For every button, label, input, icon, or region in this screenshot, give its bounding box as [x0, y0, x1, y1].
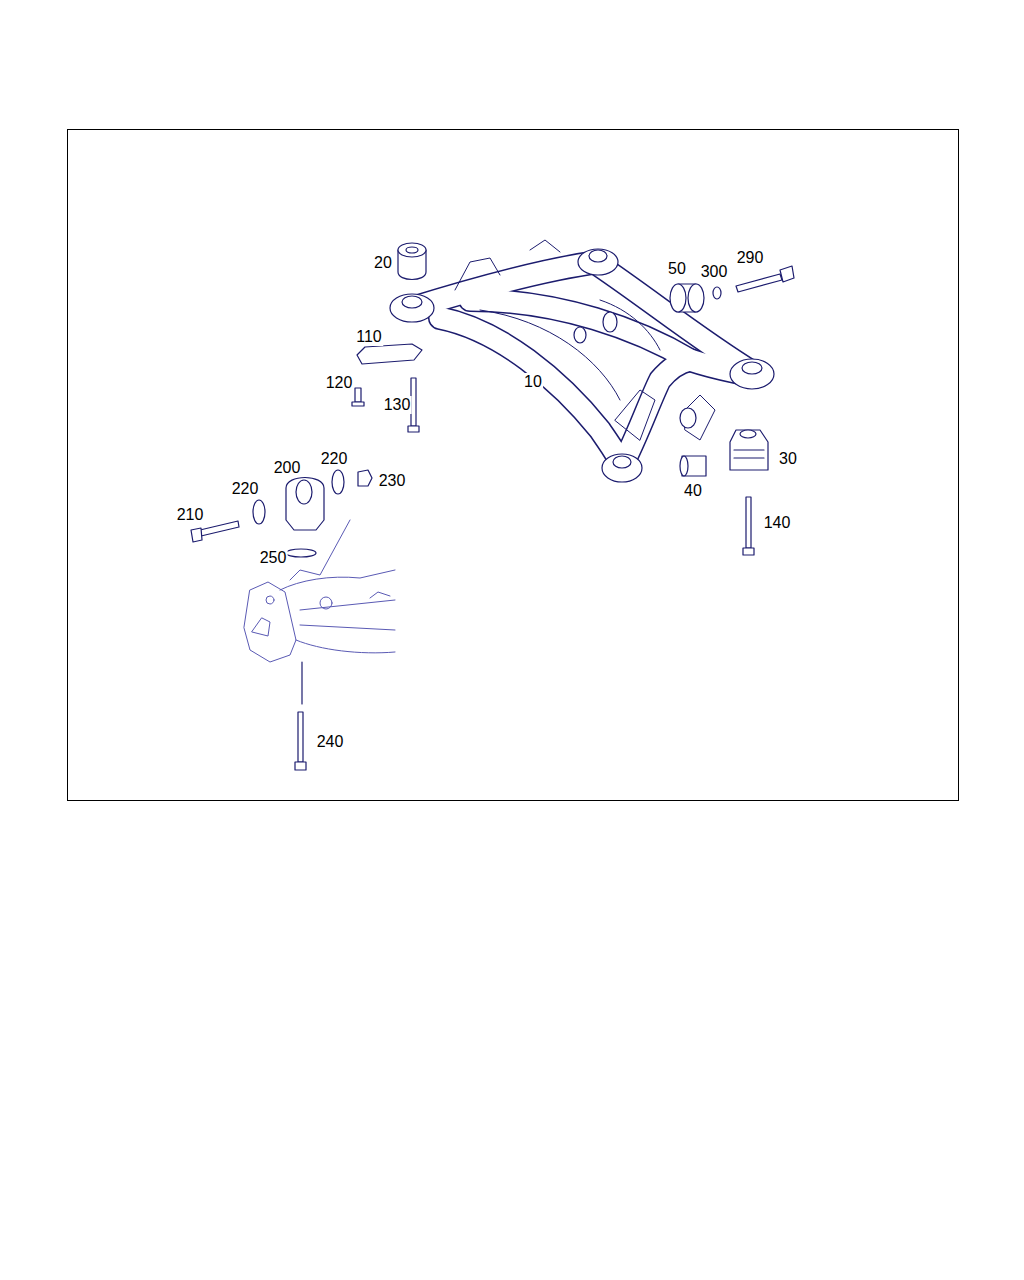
callout-number: 40: [683, 482, 703, 500]
callout-number: 290: [736, 249, 765, 267]
callout-number: 120: [325, 374, 354, 392]
callout-number: 110: [355, 328, 383, 346]
callout-number: 250: [259, 549, 288, 567]
callout-number: 30: [778, 450, 798, 468]
callout-number: 50: [667, 260, 687, 278]
callout-number: 220: [320, 450, 349, 468]
callout-number: 10: [523, 373, 543, 391]
callout-number: 130: [383, 396, 412, 414]
callout-number: 220: [231, 480, 260, 498]
callout-number: 240: [316, 733, 345, 751]
callout-number: 140: [763, 514, 792, 532]
callout-number: 300: [700, 263, 729, 281]
callout-number: 230: [378, 472, 407, 490]
frame-border: [68, 130, 959, 801]
callout-number: 210: [176, 506, 205, 524]
callout-number: 20: [373, 254, 393, 272]
callout-number: 200: [273, 459, 302, 477]
